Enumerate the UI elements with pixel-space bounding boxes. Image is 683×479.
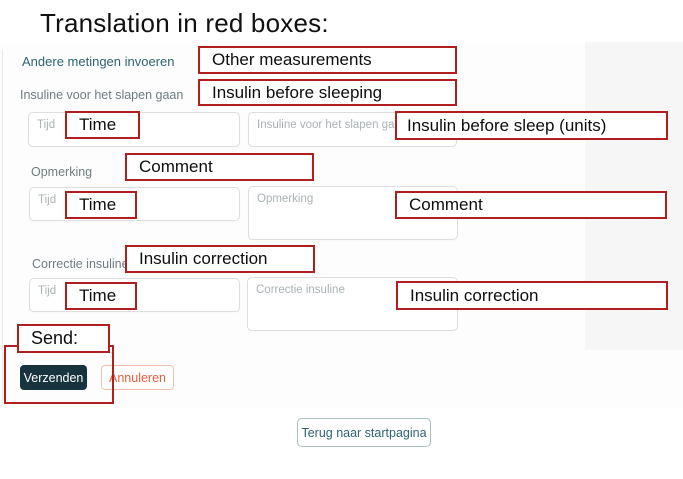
annotation-time-2: Time xyxy=(65,191,137,219)
slide-title: Translation in red boxes: xyxy=(40,8,329,38)
submit-button[interactable]: Verzenden xyxy=(20,365,87,390)
section-label-comment: Opmerking xyxy=(31,165,93,179)
section-label-insulin-correction: Correctie insuline xyxy=(32,257,129,271)
annotation-insulin-before-sleep-units: Insulin before sleep (units) xyxy=(395,111,668,140)
annotation-send-label: Send: xyxy=(17,324,110,353)
annotation-insulin-correction-1: Insulin correction xyxy=(125,245,315,273)
annotation-time-3: Time xyxy=(65,282,137,310)
link-enter-other-measurements[interactable]: Andere metingen invoeren xyxy=(22,54,175,69)
annotation-insulin-before-sleeping: Insulin before sleeping xyxy=(198,79,457,106)
insulin-before-sleep-units-input[interactable] xyxy=(248,112,457,147)
app-left-border xyxy=(2,50,3,406)
annotation-other-measurements: Other measurements xyxy=(198,46,457,74)
annotation-comment-1: Comment xyxy=(125,153,314,181)
section-label-insulin-before-sleeping: Insuline voor het slapen gaan xyxy=(20,88,184,102)
annotation-comment-2: Comment xyxy=(395,191,667,219)
annotation-insulin-correction-2: Insulin correction xyxy=(396,281,668,310)
annotation-time-1: Time xyxy=(65,111,140,139)
cancel-button[interactable]: Annuleren xyxy=(101,365,174,390)
back-to-startpage-button[interactable]: Terug naar startpagina xyxy=(297,418,431,447)
